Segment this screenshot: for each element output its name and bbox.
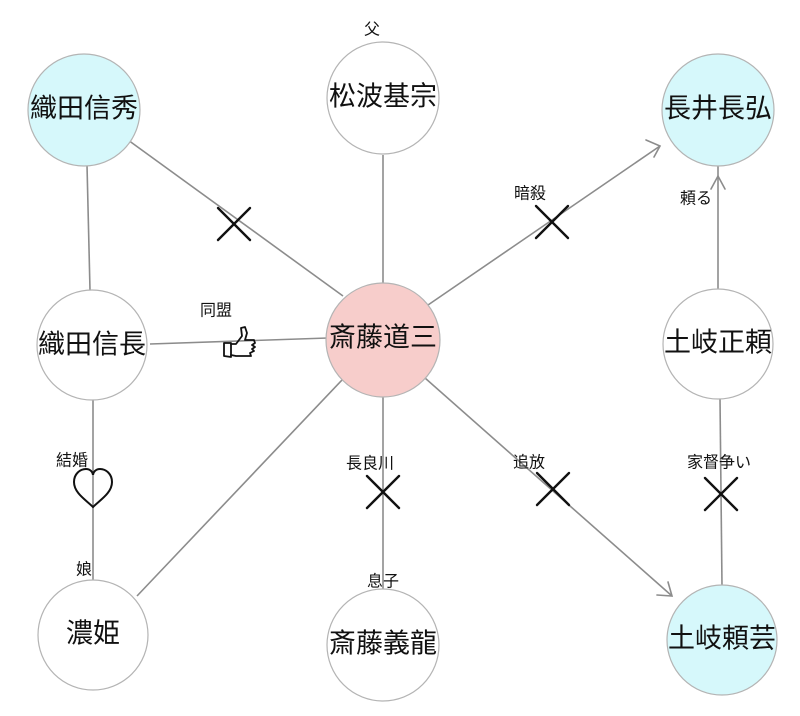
node-toki-masayori	[662, 288, 774, 400]
edge-label-assassination: 暗殺	[514, 184, 546, 203]
conflict-marker-succession	[703, 476, 739, 512]
conflict-marker-nobuhide	[216, 206, 252, 242]
label-toki-masayori: 土岐正頼	[664, 328, 772, 359]
relation-label-father: 父	[364, 20, 380, 39]
thumbs-up-icon	[223, 326, 256, 358]
label-oda-nobuhide: 織田信秀	[30, 94, 138, 125]
node-saito-dosan	[325, 282, 441, 398]
conflict-marker-exile	[535, 471, 571, 507]
node-oda-nobunaga	[36, 289, 148, 401]
label-nohime: 濃姫	[66, 619, 120, 650]
node-oda-nobuhide	[27, 53, 141, 167]
relation-label-son: 息子	[367, 572, 399, 591]
edge-label-nagaragawa: 長良川	[346, 454, 394, 473]
heart-icon	[72, 467, 114, 509]
label-saito-dosan: 斎藤道三	[329, 323, 437, 354]
edge-dosan-nagahiro	[427, 145, 661, 306]
edge-nobuhide-nobunaga	[86, 164, 91, 291]
label-matsunami-motomune: 松波基宗	[329, 82, 437, 113]
edge-label-rely: 頼る	[680, 189, 712, 208]
label-toki-yorinari: 土岐頼芸	[668, 624, 776, 655]
label-nagai-nagahiro: 長井長弘	[664, 94, 772, 125]
edge-label-marriage: 結婚	[56, 451, 88, 470]
node-nagai-nagahiro	[661, 53, 775, 167]
node-nohime	[37, 579, 149, 691]
label-saito-yoshitatsu: 斎藤義龍	[329, 629, 437, 660]
conflict-marker-assassination	[534, 204, 570, 240]
label-oda-nobunaga: 織田信長	[38, 330, 146, 361]
arrowhead-to-yorinari	[656, 581, 674, 597]
edge-dosan-nobuhide	[127, 139, 344, 297]
edge-masayori-yorinari	[719, 397, 723, 587]
edge-label-exile: 追放	[513, 453, 545, 472]
edge-label-alliance: 同盟	[200, 301, 232, 320]
arrowhead-to-nagahiro-from-masayori	[710, 174, 726, 190]
relation-label-daughter: 娘	[76, 560, 92, 579]
conflict-marker-nagaragawa	[365, 474, 401, 510]
arrowhead-to-nagahiro	[645, 139, 662, 158]
node-matsunami-motomune	[326, 41, 440, 155]
edge-dosan-nohime	[136, 379, 343, 597]
edge-dosan-yorinari	[424, 377, 673, 597]
node-saito-yoshitatsu	[326, 588, 440, 702]
edge-label-succession-dispute: 家督争い	[687, 453, 751, 472]
node-toki-yorinari	[666, 584, 778, 696]
